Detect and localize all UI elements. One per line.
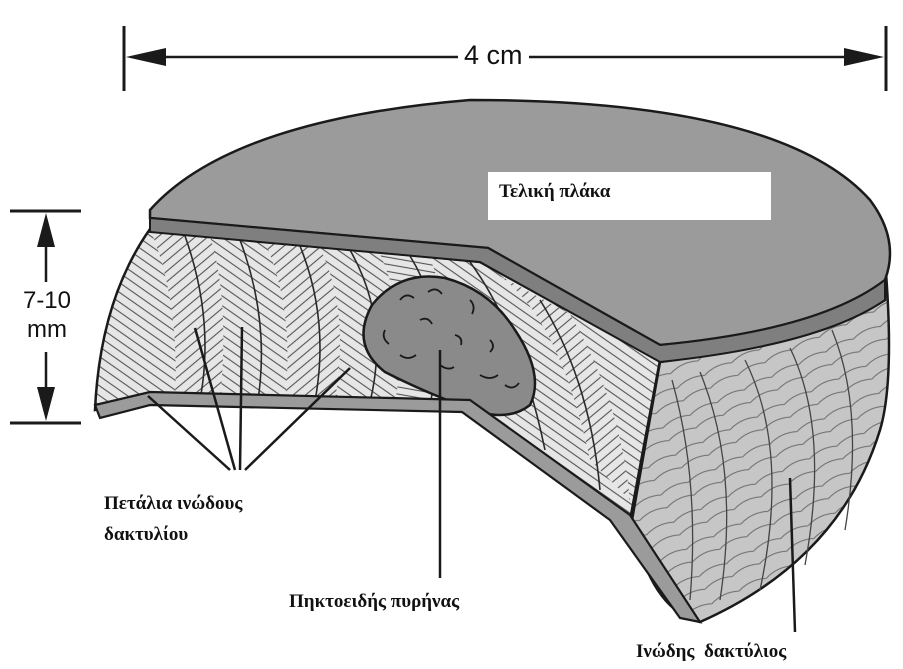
height-dimension-label: 7-10 mm [10, 286, 84, 344]
nucleus-pulposus-label: Πηκτοειδής πυρήνας [289, 591, 459, 613]
annulus-lamellae-label-line-1: Πετάλια ινώδους [104, 488, 242, 519]
end-plate-label: Τελική πλάκα [499, 181, 610, 203]
annulus-lamellae-label-line-2: δακτυλίου [104, 519, 242, 550]
annulus-lamellae-label: Πετάλια ινώδους δακτυλίου [104, 488, 242, 550]
height-label-line-2: mm [10, 315, 84, 344]
height-label-line-1: 7-10 [10, 286, 84, 315]
annulus-fibrosus-label: Ινώδης δακτύλιος [636, 641, 786, 663]
width-dimension-label: 4 cm [458, 40, 529, 71]
